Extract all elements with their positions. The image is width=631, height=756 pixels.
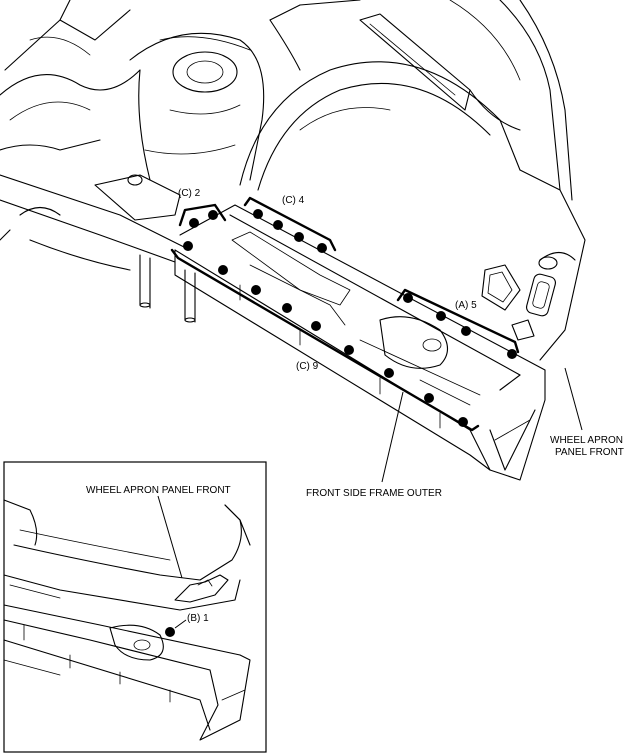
weld-dot [317, 243, 327, 253]
label-wheel-apron-line1: WHEEL APRON [550, 435, 623, 446]
label-c4: (C) 4 [282, 195, 305, 206]
bracket-a5 [396, 288, 520, 354]
weld-dot [436, 311, 446, 321]
leader-front-side-frame-outer [381, 391, 404, 483]
weld-brackets [170, 196, 520, 432]
weld-dot [183, 241, 193, 251]
label-wheel-apron-line2: PANEL FRONT [555, 447, 624, 458]
leader-wheel-apron [564, 367, 583, 431]
label-front-side-frame-outer: FRONT SIDE FRAME OUTER [306, 488, 442, 499]
weld-dot [282, 303, 292, 313]
leader-inset-wheel-apron [157, 495, 183, 579]
weld-dot [384, 368, 394, 378]
leader-b1 [174, 619, 187, 629]
spot-weld-points [183, 209, 517, 427]
label-b1: (B) 1 [187, 613, 209, 624]
weld-dot [218, 265, 228, 275]
label-c2: (C) 2 [178, 188, 201, 199]
weld-dot [507, 349, 517, 359]
label-a5: (A) 5 [455, 300, 477, 311]
weld-dot [189, 218, 199, 228]
weld-dot [253, 209, 263, 219]
weld-dot [344, 345, 354, 355]
weld-dot [251, 285, 261, 295]
main-body-drawing [0, 0, 586, 481]
weld-dot [208, 210, 218, 220]
weld-dot [165, 627, 175, 637]
weld-dot [294, 232, 304, 242]
bracket-c2 [178, 203, 227, 227]
weld-dot [424, 393, 434, 403]
weld-dot [311, 321, 321, 331]
inset-detail: (B) 1 WHEEL APRON PANEL FRONT [3, 461, 267, 753]
label-inset-wheel-apron: WHEEL APRON PANEL FRONT [86, 485, 231, 496]
weld-dot [403, 293, 413, 303]
bracket-c4 [243, 196, 337, 252]
weld-dot [458, 417, 468, 427]
bracket-c9 [170, 248, 480, 432]
weld-dot [273, 220, 283, 230]
weld-dot [461, 326, 471, 336]
label-c9: (C) 9 [296, 361, 319, 372]
